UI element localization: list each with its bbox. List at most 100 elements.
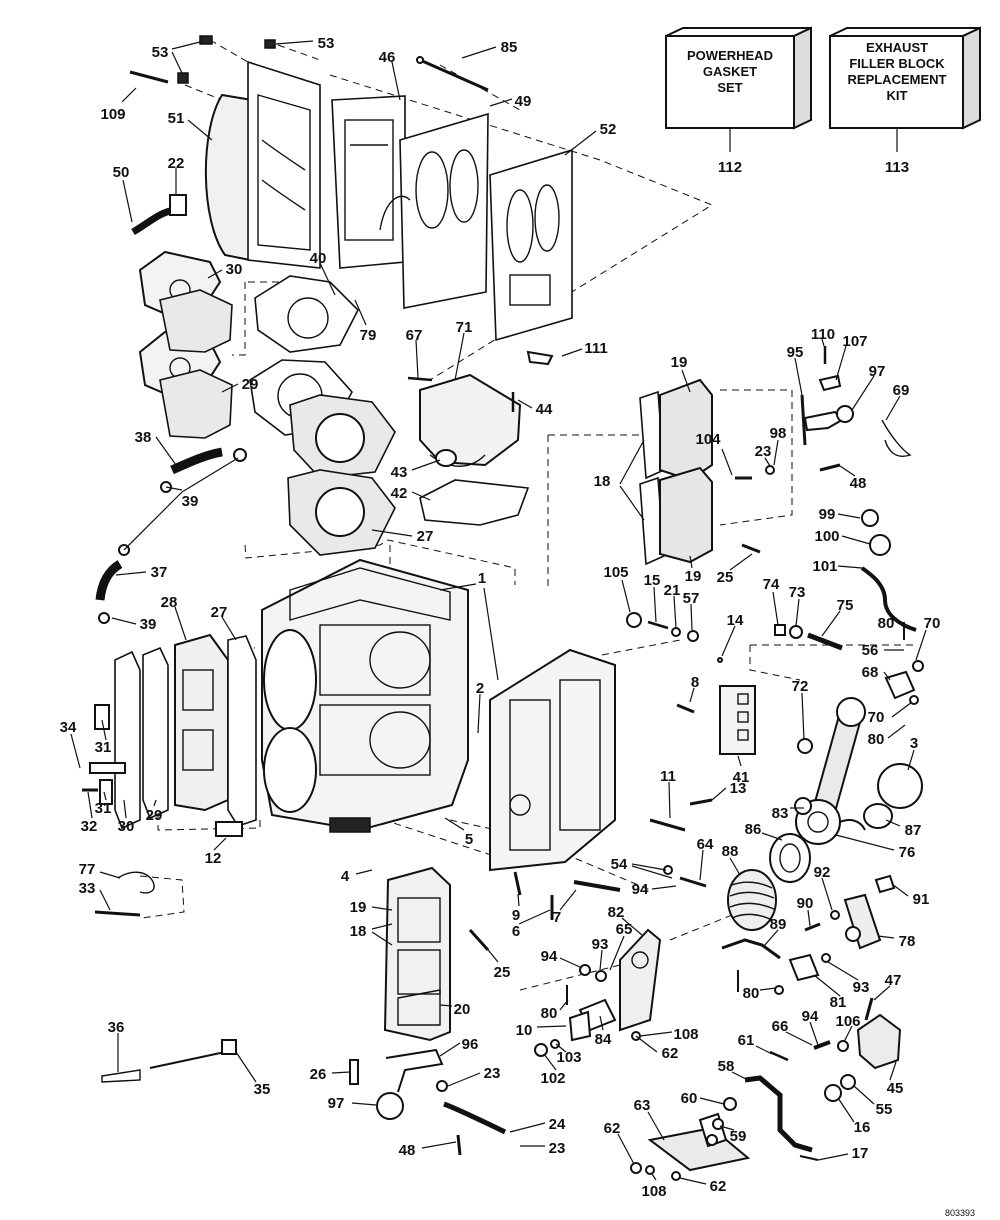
part-number-label: 33 bbox=[79, 880, 96, 897]
part-number-label: 65 bbox=[616, 921, 633, 938]
part-number-label: 97 bbox=[328, 1095, 345, 1112]
part-number-label: 37 bbox=[151, 564, 168, 581]
part-number-label: 108 bbox=[641, 1183, 666, 1200]
reed-valve-right-top bbox=[639, 378, 775, 566]
part-number-label: 86 bbox=[745, 821, 762, 838]
hose-50-fitting-22 bbox=[131, 194, 187, 236]
part-number-label: 62 bbox=[604, 1120, 621, 1137]
part-number-label: 89 bbox=[770, 916, 787, 933]
leader-lines bbox=[70, 40, 927, 1185]
part-number-label: 98 bbox=[770, 425, 787, 442]
throttle-arm-58 bbox=[744, 1050, 813, 1153]
part-number-label: 57 bbox=[683, 590, 700, 607]
part-number-label: 63 bbox=[634, 1097, 651, 1114]
part-number-label: 50 bbox=[113, 164, 130, 181]
part-number-label: 9 bbox=[512, 907, 520, 924]
head-gasket-27 bbox=[287, 394, 396, 556]
kit-box-line: SET bbox=[717, 80, 742, 95]
part-number-label: 92 bbox=[814, 864, 831, 881]
part-number-label: 108 bbox=[673, 1026, 698, 1043]
part-number-label: 1 bbox=[478, 570, 486, 587]
reed-block-bottom bbox=[383, 866, 490, 1042]
bracket-45 bbox=[813, 997, 902, 1102]
part-number-label: 82 bbox=[608, 904, 625, 921]
part-number-label: 61 bbox=[738, 1032, 755, 1049]
part-number-label: 45 bbox=[887, 1080, 904, 1097]
part-number-label: 48 bbox=[850, 475, 867, 492]
part-number-label: 83 bbox=[772, 805, 789, 822]
kit-box-line: EXHAUST bbox=[866, 40, 928, 55]
kit-box-exhaust-filler-block-kit: EXHAUST FILLER BLOCK REPLACEMENT KIT 113 bbox=[829, 26, 981, 176]
part-number-label: 3 bbox=[910, 735, 918, 752]
part-number-label: 23 bbox=[484, 1065, 501, 1082]
part-number-label: 42 bbox=[391, 485, 408, 502]
part-number-label: 113 bbox=[885, 159, 909, 176]
kit-box-line: FILLER BLOCK bbox=[849, 56, 945, 71]
part-number-label: 4 bbox=[341, 868, 350, 885]
part-number-label: 12 bbox=[205, 850, 222, 867]
part-number-label: 101 bbox=[812, 558, 837, 575]
part-number-label: 69 bbox=[893, 382, 910, 399]
exhaust-gasket-49 bbox=[379, 112, 489, 309]
part-number-label: 23 bbox=[549, 1140, 566, 1157]
part-number-label: 84 bbox=[595, 1031, 612, 1048]
part-number-label: 62 bbox=[662, 1045, 679, 1062]
part-number-label: 17 bbox=[852, 1145, 869, 1162]
part-number-label: 28 bbox=[161, 594, 178, 611]
part-number-label: 90 bbox=[797, 895, 814, 912]
wire-clamp-77 bbox=[117, 871, 155, 894]
part-number-label: 36 bbox=[108, 1019, 125, 1036]
part-number-label: 93 bbox=[853, 979, 870, 996]
part-number-label: 88 bbox=[722, 843, 739, 860]
part-number-label: 48 bbox=[399, 1142, 416, 1159]
part-number-label: 55 bbox=[876, 1101, 893, 1118]
part-number-label: 31 bbox=[95, 800, 112, 817]
part-number-label: 67 bbox=[406, 327, 423, 344]
part-number-label: 104 bbox=[695, 431, 721, 448]
part-number-label: 75 bbox=[837, 597, 854, 614]
bolt-33 bbox=[94, 910, 141, 917]
part-number-label: 44 bbox=[536, 401, 553, 418]
part-number-label: 13 bbox=[730, 780, 747, 797]
part-number-label: 39 bbox=[182, 493, 199, 510]
kit-box-line: POWERHEAD bbox=[687, 48, 773, 63]
part-number-label: 68 bbox=[862, 664, 879, 681]
figure-id: 803393 bbox=[945, 1208, 975, 1218]
part-number-label: 26 bbox=[310, 1066, 327, 1083]
part-number-label: 85 bbox=[501, 39, 518, 56]
bracket-63 bbox=[630, 1097, 819, 1181]
part-number-label: 23 bbox=[755, 443, 772, 460]
part-number-label: 19 bbox=[350, 899, 367, 916]
exhaust-plate-46 bbox=[331, 95, 406, 269]
part-number-label: 29 bbox=[146, 807, 163, 824]
kit-box-line: GASKET bbox=[703, 64, 757, 79]
part-number-label: 30 bbox=[226, 261, 243, 278]
part-number-label: 111 bbox=[584, 340, 607, 357]
cylinder-head-gasket-29 bbox=[159, 289, 233, 439]
part-number-label: 77 bbox=[79, 861, 96, 878]
spring-86-88 bbox=[727, 833, 811, 931]
part-number-label: 72 bbox=[792, 678, 809, 695]
part-number-label: 29 bbox=[242, 376, 259, 393]
part-number-label: 73 bbox=[789, 584, 806, 601]
part-number-label: 97 bbox=[869, 363, 886, 380]
intake-manifold-71 bbox=[407, 350, 554, 526]
part-number-label: 70 bbox=[868, 709, 885, 726]
part-number-label: 51 bbox=[168, 110, 185, 127]
kit-box-powerhead-gasket-set: POWERHEAD GASKET SET 112 bbox=[665, 26, 812, 176]
part-number-label: 80 bbox=[878, 615, 895, 632]
part-number-label: 6 bbox=[512, 923, 520, 940]
cam-lever-82 bbox=[534, 928, 662, 1057]
part-number-label: 60 bbox=[681, 1090, 698, 1107]
part-number-label: 40 bbox=[310, 250, 327, 267]
hose-12 bbox=[215, 821, 243, 837]
part-number-label: 10 bbox=[516, 1022, 533, 1039]
connecting-rod-76 bbox=[794, 697, 923, 845]
part-number-label: 99 bbox=[819, 506, 836, 523]
part-number-label: 93 bbox=[592, 936, 609, 953]
part-number-label: 81 bbox=[830, 994, 847, 1011]
part-number-label: 58 bbox=[718, 1058, 735, 1075]
part-number-label: 94 bbox=[802, 1008, 819, 1025]
part-number-label: 62 bbox=[710, 1178, 727, 1195]
part-number-label: 18 bbox=[350, 923, 367, 940]
